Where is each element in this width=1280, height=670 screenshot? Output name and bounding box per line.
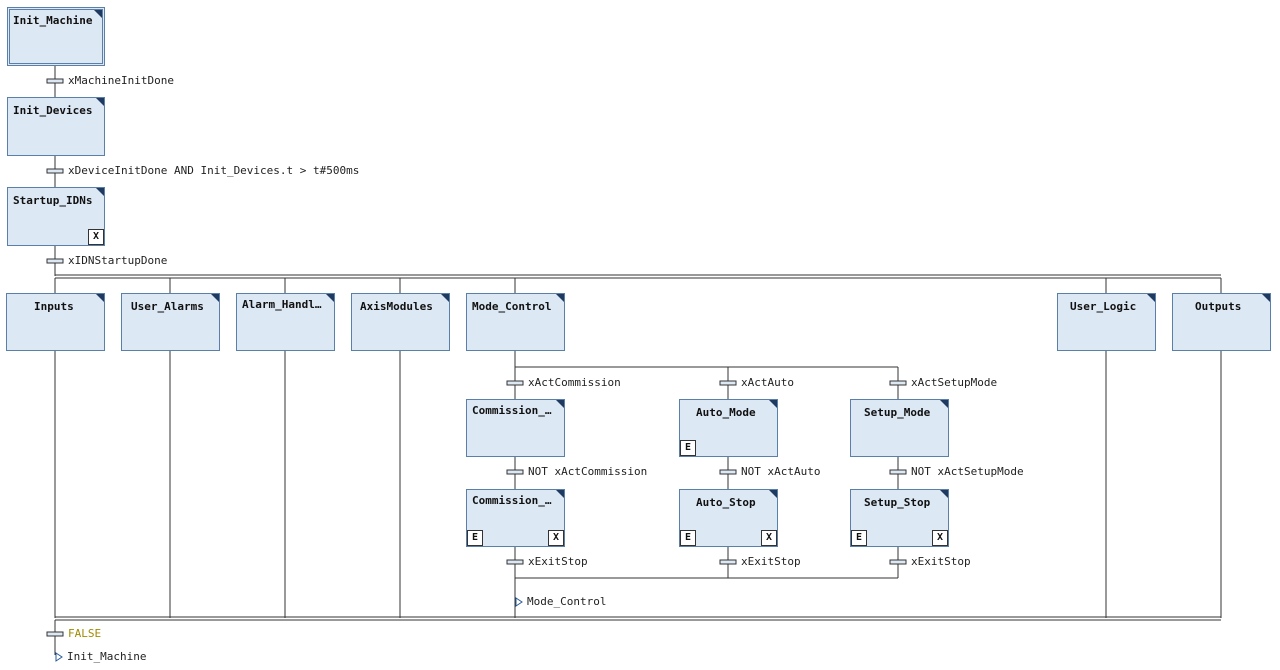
step-corner-marker-icon [326, 294, 334, 302]
transition-label[interactable]: xActSetupMode [911, 376, 998, 389]
step-corner-marker-icon [96, 98, 104, 106]
jump-arrow-icon [515, 597, 523, 607]
step-init-devices[interactable]: Init_Devices [7, 97, 105, 156]
step-title: Setup_Stop [864, 496, 931, 509]
step-corner-marker-icon [211, 294, 219, 302]
step-corner-marker-icon [96, 294, 104, 302]
step-corner-marker-icon [556, 294, 564, 302]
step-user-alarms[interactable]: User_Alarms [121, 293, 220, 351]
step-corner-marker-icon [769, 400, 777, 408]
step-title: Auto_Stop [696, 496, 756, 509]
transition-label[interactable]: xMachineInitDone [68, 74, 174, 87]
step-corner-marker-icon [940, 490, 948, 498]
step-corner-marker-icon [556, 490, 564, 498]
step-title: AxisModules [360, 300, 433, 313]
step-title: Inputs [34, 300, 74, 313]
step-corner-marker-icon [769, 490, 777, 498]
transition-label[interactable]: xActAuto [741, 376, 794, 389]
step-title: Init_Machine [13, 14, 93, 27]
step-mode-control[interactable]: Mode_Control [466, 293, 565, 351]
step-setup-mode[interactable]: Setup_Mode [850, 399, 949, 457]
transition-label[interactable]: xExitStop [911, 555, 971, 568]
exit-action-marker: X [548, 530, 564, 546]
step-auto-stop[interactable]: Auto_Stop E X [679, 489, 778, 547]
step-setup-stop[interactable]: Setup_Stop E X [850, 489, 949, 547]
entry-action-marker: E [680, 530, 696, 546]
step-corner-marker-icon [940, 400, 948, 408]
transition-label-false[interactable]: FALSE [68, 627, 102, 640]
step-corner-marker-icon [441, 294, 449, 302]
step-corner-marker-icon [556, 400, 564, 408]
step-alarm-handling[interactable]: Alarm_Handl… [236, 293, 335, 351]
transition-label[interactable]: xIDNStartupDone [68, 254, 168, 267]
entry-action-marker: E [851, 530, 867, 546]
step-outputs[interactable]: Outputs [1172, 293, 1271, 351]
transition-label[interactable]: xExitStop [528, 555, 588, 568]
step-inputs[interactable]: Inputs [6, 293, 105, 351]
step-corner-marker-icon [94, 10, 102, 18]
entry-action-marker: E [467, 530, 483, 546]
step-auto-mode[interactable]: Auto_Mode E [679, 399, 778, 457]
transition-label[interactable]: NOT xActAuto [741, 465, 821, 478]
step-commission-mode[interactable]: Commission_… [466, 399, 565, 457]
step-startup-idns[interactable]: Startup_IDNs X [7, 187, 105, 246]
transition-label[interactable]: xActCommission [528, 376, 621, 389]
step-title: Mode_Control [472, 300, 552, 313]
step-title: Outputs [1195, 300, 1242, 313]
step-title: Setup_Mode [864, 406, 931, 419]
jump-arrow-icon [55, 652, 63, 662]
jump-target-label[interactable]: Mode_Control [527, 595, 607, 608]
step-commission-stop[interactable]: Commission_… E X [466, 489, 565, 547]
step-title: Commission_… [472, 404, 552, 417]
transition-label[interactable]: xDeviceInitDone AND Init_Devices.t > t#5… [68, 164, 360, 177]
transition-label[interactable]: NOT xActCommission [528, 465, 648, 478]
exit-action-marker: X [761, 530, 777, 546]
exit-action-marker: X [88, 229, 104, 245]
step-corner-marker-icon [96, 188, 104, 196]
jump-target-label[interactable]: Init_Machine [67, 650, 147, 663]
step-title: Auto_Mode [696, 406, 756, 419]
step-title: Alarm_Handl… [242, 298, 322, 311]
step-corner-marker-icon [1147, 294, 1155, 302]
transition-label[interactable]: xExitStop [741, 555, 801, 568]
transition-label[interactable]: NOT xActSetupMode [911, 465, 1024, 478]
step-title: Init_Devices [13, 104, 93, 117]
step-corner-marker-icon [1262, 294, 1270, 302]
step-axis-modules[interactable]: AxisModules [351, 293, 450, 351]
step-title: User_Alarms [131, 300, 204, 313]
step-title: Startup_IDNs [13, 194, 93, 207]
step-init-machine[interactable]: Init_Machine [7, 7, 105, 66]
step-user-logic[interactable]: User_Logic [1057, 293, 1156, 351]
exit-action-marker: X [932, 530, 948, 546]
entry-action-marker: E [680, 440, 696, 456]
step-title: User_Logic [1070, 300, 1137, 313]
step-title: Commission_… [472, 494, 552, 507]
